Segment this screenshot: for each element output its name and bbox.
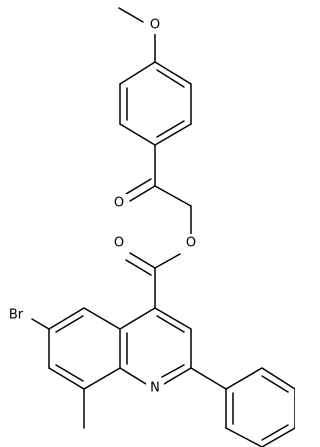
quinoline-benzo-ring [48, 307, 121, 390]
atom-labels: O O O O Br N [1, 16, 200, 397]
ester-carbonyl-oxygen-label: O [114, 236, 124, 251]
bond-o-ester-carbon [154, 253, 181, 269]
bond-c6-br [31, 318, 50, 330]
phenyl-ring [190, 367, 295, 447]
ester-group [125, 252, 156, 309]
bond-ketone-double-2 [125, 178, 152, 195]
substituents [31, 318, 85, 429]
chemical-structure: O O O O Br N [1, 7, 295, 447]
quinoline-pyridine-ring [119, 307, 192, 385]
bond-methyl-o [118, 7, 144, 23]
bond-ketone-double-1 [129, 185, 156, 202]
methoxyphenyl-ring [119, 61, 192, 146]
ketone-linker [125, 144, 192, 269]
bromine-label: Br [9, 308, 24, 323]
bond-carbonyl-ch2 [154, 185, 192, 207]
methoxy-oxygen-label: O [150, 18, 160, 33]
bond-c2-phenyl [190, 367, 227, 390]
methoxy-group [118, 7, 156, 63]
nitrogen-label: N [150, 381, 160, 396]
ester-oxygen-label: O [186, 236, 196, 251]
ketone-oxygen-label: O [114, 196, 124, 211]
